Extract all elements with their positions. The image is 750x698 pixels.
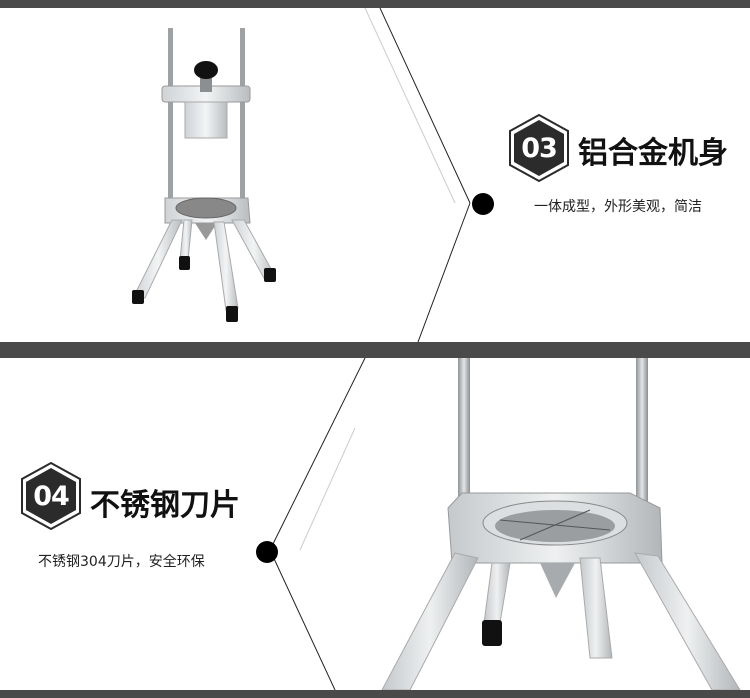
timeline-dot-icon (256, 541, 278, 563)
bottom-divider-bar (0, 690, 750, 698)
feature-section-03: 03 铝合金机身 一体成型，外形美观，简洁 (0, 8, 750, 342)
feature-description: 一体成型，外形美观，简洁 (534, 199, 702, 215)
product-image-slicer-closeup (269, 358, 741, 690)
feature-number: 04 (33, 480, 70, 512)
hexagon-badge-icon: 03 (508, 114, 570, 182)
middle-divider-bar (0, 342, 750, 358)
feature-title: 不锈钢刀片 (90, 488, 240, 523)
feature-title: 铝合金机身 (578, 136, 728, 171)
timeline-dot-icon (472, 193, 494, 215)
product-image-slicer-full (132, 8, 471, 342)
hexagon-badge-icon: 04 (20, 462, 82, 530)
feature-description: 不锈钢304刀片，安全环保 (38, 554, 205, 570)
feature-section-04: 04 不锈钢刀片 不锈钢304刀片，安全环保 (0, 358, 750, 690)
feature-number: 03 (521, 132, 558, 164)
top-divider-bar (0, 0, 750, 8)
